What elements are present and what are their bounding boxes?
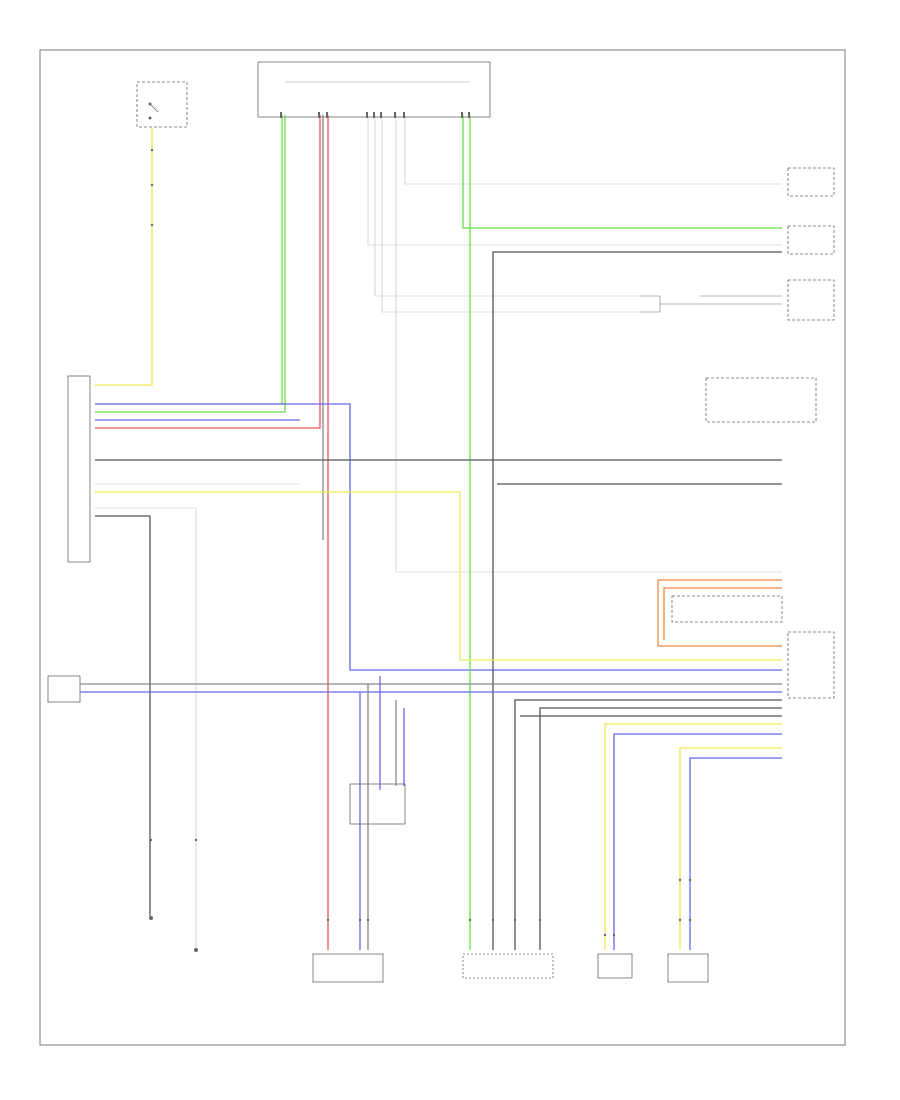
splice-dots [149, 148, 692, 937]
bottom-connector-1 [312, 953, 384, 983]
left-control-module [67, 375, 91, 563]
wire-dark-right [95, 251, 782, 950]
center-junction-block [349, 783, 406, 825]
wire-small-connector [80, 676, 782, 950]
wire-lower-bus [514, 699, 782, 950]
right-connector-1 [787, 167, 835, 197]
diagram-frame [39, 49, 846, 1046]
wire-lightgray-group [367, 115, 782, 573]
right-connector-3 [787, 279, 835, 321]
top-connector-block [257, 61, 491, 118]
wire-junction [395, 700, 405, 786]
wire-left-lower [95, 483, 782, 948]
right-connector-4 [705, 377, 817, 423]
wire-connector3 [640, 295, 782, 313]
power-source-box [136, 81, 188, 128]
ground-1 [149, 916, 153, 920]
right-connector-2 [787, 225, 835, 255]
wire-green-right [462, 115, 782, 950]
bottom-connector-4 [667, 953, 709, 983]
bottom-connector-2 [462, 953, 554, 979]
wire-yellow-power [95, 128, 153, 386]
wire-orange [657, 579, 782, 647]
bottom-connector-3 [597, 953, 633, 979]
left-small-connector [47, 675, 81, 703]
wire-green-left [95, 115, 286, 413]
wire-blue-main [95, 403, 782, 671]
top-block-pins [280, 112, 470, 118]
right-connector-5 [671, 595, 835, 699]
wire-red [95, 115, 329, 950]
ground-2 [194, 948, 198, 952]
